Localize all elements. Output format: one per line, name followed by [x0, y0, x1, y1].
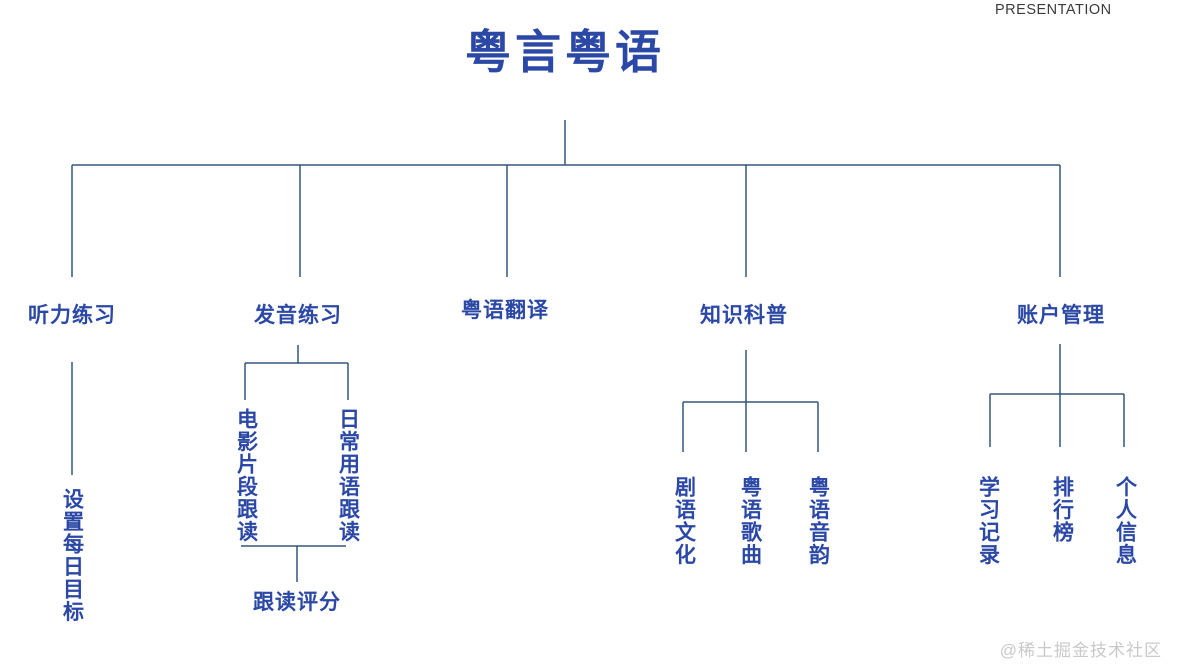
mindmap-title: 粤言粤语 [465, 26, 665, 78]
node-repeat-scoring: 跟读评分 [253, 591, 341, 614]
node-learning-record: 学习记录 [976, 476, 1000, 566]
juejin-watermark: @稀土掘金技术社区 [999, 641, 1162, 660]
node-cantonese-songs: 粤语歌曲 [738, 476, 762, 566]
node-account: 账户管理 [1017, 304, 1105, 327]
node-drama-culture: 剧语文化 [672, 476, 696, 566]
presentation-label: PRESENTATION [995, 2, 1112, 18]
node-leaderboard: 排行榜 [1050, 476, 1074, 544]
node-set-daily-goal: 设置每日目标 [60, 488, 84, 623]
node-listening: 听力练习 [28, 304, 116, 327]
node-personal-info: 个人信息 [1113, 476, 1137, 566]
node-knowledge: 知识科普 [700, 304, 788, 327]
node-cantonese-phonology: 粤语音韵 [806, 476, 830, 566]
node-daily-phrase-repeat: 日常用语跟读 [336, 408, 360, 543]
node-pronunciation: 发音练习 [254, 304, 342, 327]
node-movie-clip-repeat: 电影片段跟读 [234, 408, 258, 543]
node-translation: 粤语翻译 [461, 299, 549, 322]
